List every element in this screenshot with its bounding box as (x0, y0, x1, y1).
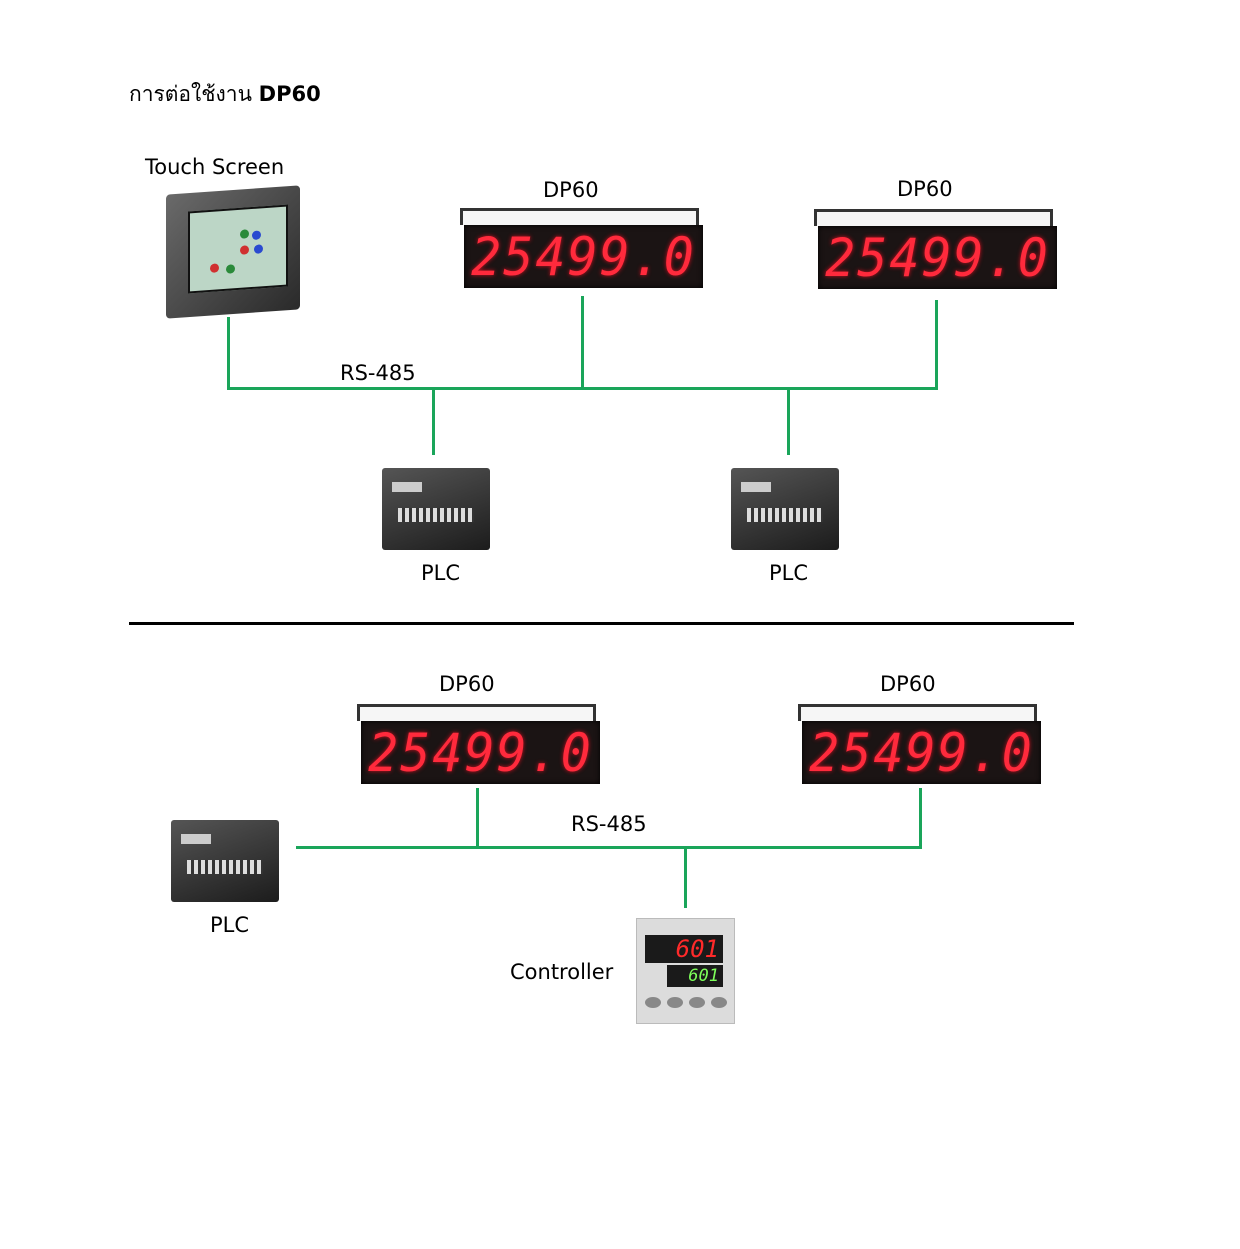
controller-pv: 601 (645, 935, 723, 963)
plc-label-3: PLC (210, 913, 250, 937)
touch-screen-device (166, 185, 300, 319)
bus-line (227, 317, 230, 390)
page-title: การต่อใช้งาน DP60 (129, 78, 321, 111)
plc-device-3 (167, 812, 285, 908)
plc-label-1: PLC (421, 561, 461, 585)
bus-line (476, 788, 479, 848)
rs485-label-top: RS-485 (340, 361, 416, 385)
display-reading: 25499.0 (809, 722, 1034, 783)
controller-device: 601 601 (636, 918, 735, 1024)
display-reading: 25499.0 (471, 226, 696, 287)
controller-sv: 601 (667, 965, 723, 987)
bus-line (935, 300, 938, 390)
rs485-bus-bottom (296, 846, 922, 849)
title-model: DP60 (258, 82, 321, 106)
dp60-display-2: 25499.0 (812, 209, 1057, 289)
bus-line (684, 846, 687, 908)
plc-label-2: PLC (769, 561, 809, 585)
title-thai: การต่อใช้งาน (129, 82, 252, 106)
plc-device-1 (378, 460, 496, 556)
dp60-label-3: DP60 (439, 672, 495, 696)
controller-label: Controller (510, 960, 614, 984)
bus-line (787, 387, 790, 455)
dp60-label-1: DP60 (543, 178, 599, 202)
display-reading: 25499.0 (825, 227, 1050, 288)
dp60-label-4: DP60 (880, 672, 936, 696)
touch-screen-label: Touch Screen (145, 155, 285, 179)
dp60-display-1: 25499.0 (458, 208, 703, 288)
rs485-label-bottom: RS-485 (571, 812, 647, 836)
dp60-display-4: 25499.0 (796, 704, 1041, 784)
bus-line (432, 387, 435, 455)
section-divider (129, 622, 1074, 625)
dp60-display-3: 25499.0 (355, 704, 600, 784)
bus-line (919, 788, 922, 848)
bus-line (581, 296, 584, 390)
plc-device-2 (727, 460, 845, 556)
rs485-bus-top (227, 387, 938, 390)
display-reading: 25499.0 (368, 722, 593, 783)
dp60-label-2: DP60 (897, 177, 953, 201)
